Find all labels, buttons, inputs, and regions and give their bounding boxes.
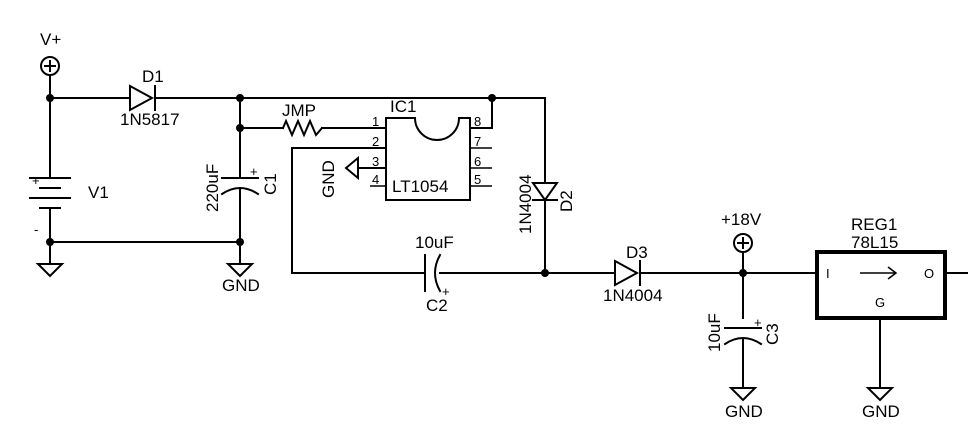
d1-value: 1N5817 [120, 110, 180, 129]
plus-18v-supply-icon [733, 233, 753, 253]
jmp-label: JMP [282, 101, 316, 120]
c3-plus-sign: + [754, 315, 762, 330]
ic1-pin-1: 1 [372, 114, 379, 129]
junction-dots [46, 94, 747, 277]
ic1-pin-7: 7 [474, 134, 481, 149]
gnd-c1-label: GND [222, 276, 260, 295]
v18-label: +18V [721, 210, 762, 229]
ic1-pin-8: 8 [474, 114, 481, 129]
v1-plus-sign: + [32, 173, 40, 188]
ground-icon [865, 387, 895, 402]
c3-value: 10uF [705, 313, 724, 352]
reg1-out-pin: O [924, 266, 934, 281]
wires [49, 75, 968, 389]
c1-plus-sign: + [250, 164, 258, 179]
ic1-value: LT1054 [392, 177, 448, 196]
c3-name: C3 [763, 323, 782, 345]
ic1-pin-3: 3 [372, 154, 379, 169]
resistor-jmp-icon [281, 118, 324, 138]
ground-icon [728, 387, 758, 402]
d3-name: D3 [626, 243, 648, 262]
diode-d1-icon [129, 84, 156, 112]
c2-value: 10uF [415, 233, 454, 252]
ic1-pin-2: 2 [372, 134, 379, 149]
d2-value: 1N4004 [516, 174, 535, 234]
diode-d3-icon [614, 259, 641, 287]
v-plus-label: V+ [40, 30, 61, 49]
ground-icon [344, 155, 359, 181]
reg1-in-pin: I [826, 266, 830, 281]
d2-name: D2 [557, 190, 576, 212]
diode-d2-icon [531, 182, 559, 202]
v1-minus-sign: - [34, 222, 38, 237]
ic1-pin-6: 6 [474, 154, 481, 169]
regulator-reg1-body [815, 250, 947, 320]
reg1-gnd-pin: G [875, 295, 885, 310]
d3-value: 1N4004 [603, 286, 663, 305]
reg1-value: 78L15 [851, 233, 898, 252]
d1-name: D1 [142, 67, 164, 86]
c2-name: C2 [426, 296, 448, 315]
gnd-ic-label: GND [319, 160, 338, 198]
ground-icon [225, 263, 255, 278]
ic1-name: IC1 [390, 97, 416, 116]
capacitor-c2-icon [424, 253, 442, 293]
ic1-pin-4: 4 [372, 172, 379, 187]
ground-icon [35, 241, 65, 278]
gnd-reg1-label: GND [862, 402, 900, 421]
v1-label: V1 [88, 183, 109, 202]
c1-name: C1 [261, 173, 280, 195]
capacitor-c3-icon [723, 327, 763, 346]
gnd-c3-label: GND [725, 402, 763, 421]
ic1-pin-5: 5 [474, 172, 481, 187]
c1-value: 220uF [203, 164, 222, 212]
reg1-name: REG1 [851, 215, 897, 234]
battery-icon [29, 177, 71, 209]
v-plus-supply-icon [40, 56, 60, 76]
ic1-body [370, 117, 492, 201]
c2-plus-sign: + [442, 284, 450, 299]
capacitor-c1-icon [220, 177, 260, 196]
